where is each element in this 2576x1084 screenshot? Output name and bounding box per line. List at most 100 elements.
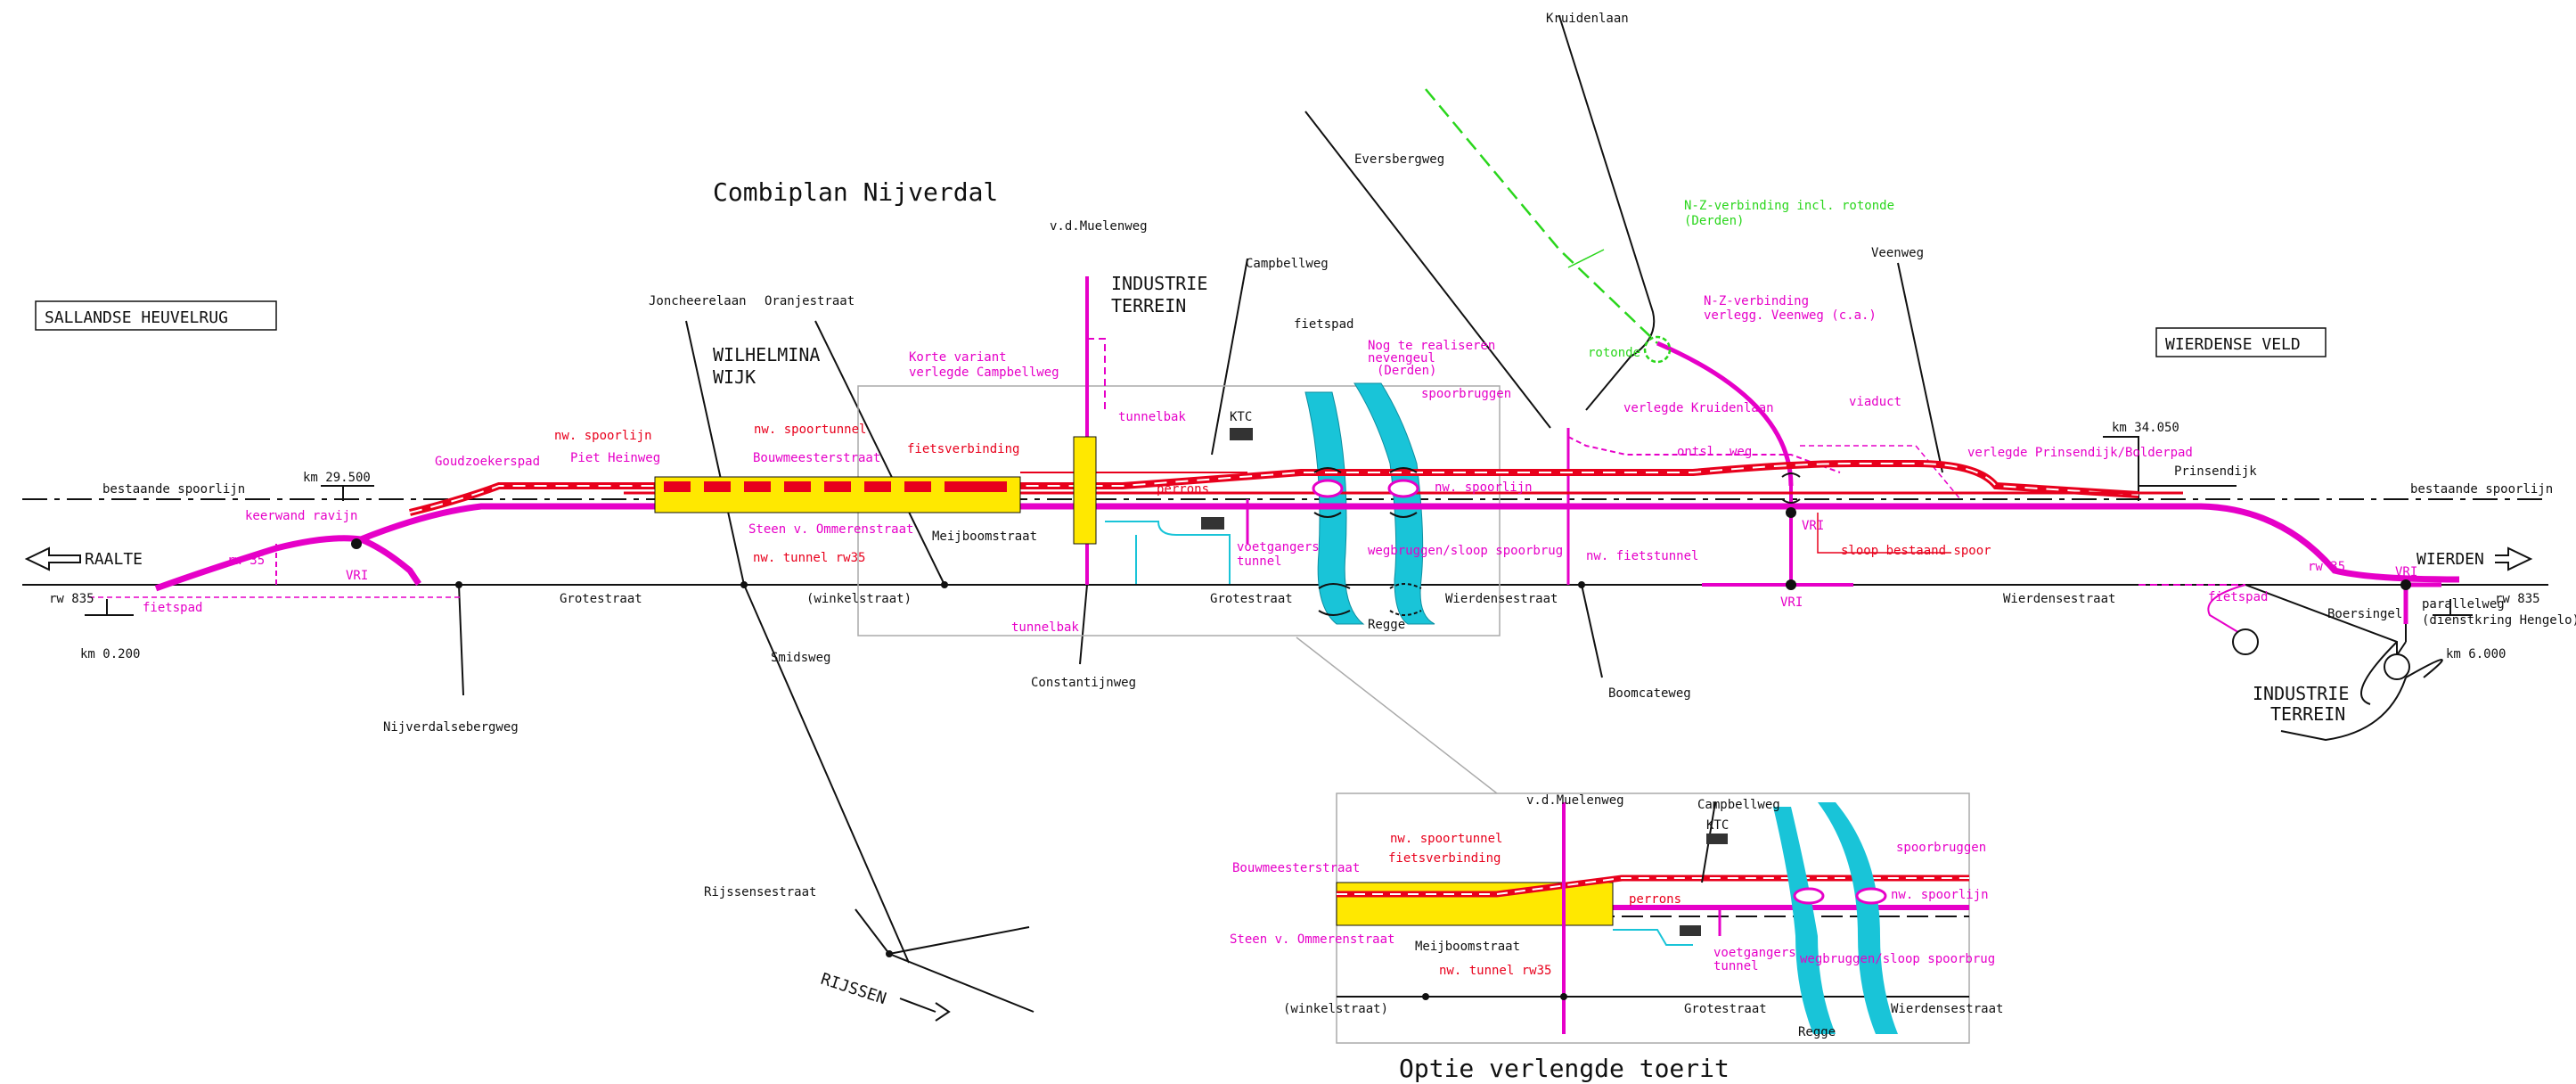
inset-spoorbruggen: spoorbruggen: [1896, 841, 1986, 855]
sallandse-box: [35, 300, 277, 331]
street-wierdensestraat-right: Wierdensestraat: [2003, 592, 2115, 606]
vri-points: [351, 507, 2411, 680]
label-nog-2: nevengeul: [1368, 351, 1435, 365]
inset-winkelstraat: (winkelstraat): [1283, 1002, 1388, 1016]
label-piet-heinweg: Piet Heinweg: [570, 451, 660, 465]
area-wilhelmina-2: WIJK: [713, 366, 756, 388]
label-korte-variant-2: verlegde Campbellweg: [909, 365, 1059, 380]
km-ticks: [85, 436, 2473, 616]
inset-nw-spoorlijn: nw. spoorlijn: [1891, 888, 1989, 902]
street-bestaande-right: bestaande spoorlijn: [2410, 482, 2553, 497]
street-smidsweg: Smidsweg: [771, 651, 830, 665]
label-keerwand: keerwand ravijn: [245, 509, 357, 523]
bridge-ovals: [1312, 479, 1419, 498]
direction-rijssen: RIJSSEN: [818, 970, 888, 1008]
inset-nw-spoortunnel: nw. spoortunnel: [1390, 832, 1502, 846]
label-voetgangers-2: tunnel: [1237, 554, 1282, 569]
label-fietsverbinding: fietsverbinding: [907, 442, 1019, 456]
street-parallelweg: parallelweg: [2422, 597, 2505, 612]
label-verlegde-prinsendijk: verlegde Prinsendijk/Bolderpad: [1967, 446, 2193, 460]
direction-raalte: RAALTE: [85, 550, 143, 569]
label-tunnelbak-top: tunnelbak: [1118, 410, 1186, 424]
inset-title: Optie verlengde toerit: [1399, 1054, 1730, 1083]
green-connection: [1425, 88, 1672, 364]
street-winkelstraat: (winkelstraat): [806, 592, 912, 606]
inset-grotestraat: Grotestraat: [1684, 1002, 1767, 1016]
street-rijssensestraat: Rijssensestraat: [704, 885, 816, 899]
area-industrie-right-2: TERREIN: [2270, 703, 2345, 725]
street-constantijnweg: Constantijnweg: [1031, 676, 1136, 690]
street-wierdensestraat-mid: Wierdensestraat: [1445, 592, 1558, 606]
label-nz-green-2: (Derden): [1684, 214, 1744, 228]
label-wegbruggen: wegbruggen/sloop spoorbrug: [1368, 544, 1563, 558]
street-grotestraat-left: Grotestraat: [560, 592, 642, 606]
label-verlegde-kruidenlaan: verlegde Kruidenlaan: [1623, 401, 1774, 415]
street-bestaande-left: bestaande spoorlijn: [102, 482, 245, 497]
inset-wierdensestraat: Wierdensestraat: [1891, 1002, 2003, 1016]
direction-arrows: [24, 546, 2533, 1022]
label-bouwmeesterstraat: Bouwmeesterstraat: [753, 451, 880, 465]
inset-campbellweg: Campbellweg: [1697, 798, 1780, 812]
label-nw-fietstunnel: nw. fietstunnel: [1586, 549, 1698, 563]
label-fietspad-mid: fietspad: [1294, 317, 1353, 332]
label-vri-mid: VRI: [1802, 519, 1824, 533]
label-spoorbruggen: spoorbruggen: [1421, 387, 1511, 401]
direction-wierden: WIERDEN: [2417, 550, 2484, 569]
ktc-blocks: [1201, 428, 1253, 530]
wierdense-label: WIERDENSE VELD: [2165, 335, 2301, 354]
label-nog-1: Nog te realiseren: [1368, 339, 1495, 353]
label-perrons: perrons: [1157, 482, 1209, 497]
inset-regge: Regge: [1798, 1025, 1836, 1039]
label-tunnelbak-bottom: tunnelbak: [1011, 620, 1079, 635]
street-regge: Regge: [1368, 618, 1405, 632]
label-korte-variant-1: Korte variant: [909, 350, 1007, 365]
label-rotonde: rotonde: [1588, 346, 1640, 360]
km-6000: km 6.000: [2446, 647, 2506, 661]
junction-dots: [455, 581, 1585, 957]
street-oranjestraat: Oranjestraat: [765, 294, 855, 308]
label-nz-verlegg-1: N-Z-verbinding: [1704, 294, 1809, 308]
street-campbellweg: Campbellweg: [1246, 257, 1329, 271]
inset-fietsverbinding: fietsverbinding: [1388, 851, 1501, 866]
inset-wegbruggen: wegbruggen/sloop spoorbrug: [1800, 952, 1995, 966]
label-nz-green-1: N-Z-verbinding incl. rotonde: [1684, 199, 1894, 213]
street-meijboomstraat: Meijboomstraat: [932, 530, 1037, 544]
street-dienstkring: (dienstkring Hengelo): [2422, 613, 2576, 628]
label-nz-verlegg-2: verlegg. Veenweg (c.a.): [1704, 308, 1877, 323]
km-29500: km 29.500: [303, 471, 371, 485]
street-joncheerelaan: Joncheerelaan: [649, 294, 747, 308]
label-goudzoekerspad: Goudzoekerspad: [435, 455, 540, 469]
label-nw-spoorlijn-mid: nw. spoorlijn: [1435, 480, 1533, 495]
km-34050: km 34.050: [2112, 421, 2179, 435]
inset-voetgangers-2: tunnel: [1713, 959, 1759, 973]
inset-vd-muelenweg: v.d.Muelenweg: [1526, 793, 1624, 808]
label-vri-bottom: VRI: [1780, 595, 1803, 610]
street-veenweg: Veenweg: [1871, 246, 1924, 260]
area-industrie-top-2: TERREIN: [1111, 295, 1186, 316]
inset-voetgangers-1: voetgangers: [1713, 946, 1796, 960]
street-nijverdalsebergweg: Nijverdalsebergweg: [383, 720, 519, 735]
label-vri-right: VRI: [2395, 565, 2417, 579]
label-nw-tunnel-rw35: nw. tunnel rw35: [753, 551, 865, 565]
inset-steen-v-ommeren: Steen v. Ommerenstraat: [1230, 932, 1394, 947]
label-nw-spoortunnel: nw. spoortunnel: [754, 423, 866, 437]
inset-ktc: KTC: [1706, 818, 1729, 833]
street-rw835-left: rw 835: [49, 592, 94, 606]
label-ktc: KTC: [1230, 410, 1252, 424]
label-fietspad-left: fietspad: [143, 601, 202, 615]
label-nw-spoorlijn: nw. spoorlijn: [554, 429, 652, 443]
inset-diagram: [1336, 792, 1970, 1044]
map-title: Combiplan Nijverdal: [713, 177, 998, 207]
tunnel-section: [654, 436, 1097, 545]
street-kruidenlaan: Kruidenlaan: [1546, 12, 1629, 26]
inset-meijboomstraat: Meijboomstraat: [1415, 940, 1520, 954]
label-ontsl-weg: ontsl. weg: [1677, 445, 1752, 459]
inset-nw-tunnel-rw35: nw. tunnel rw35: [1439, 964, 1551, 978]
label-viaduct: viaduct: [1849, 395, 1901, 409]
sallandse-label: SALLANDSE HEUVELRUG: [45, 308, 228, 327]
street-eversbergweg: Eversbergweg: [1354, 152, 1444, 167]
inset-perrons: perrons: [1629, 892, 1681, 907]
bridge-markers: [1313, 467, 1801, 616]
street-prinsendijk: Prinsendijk: [2174, 464, 2257, 479]
label-nog-3: (Derden): [1377, 364, 1436, 378]
